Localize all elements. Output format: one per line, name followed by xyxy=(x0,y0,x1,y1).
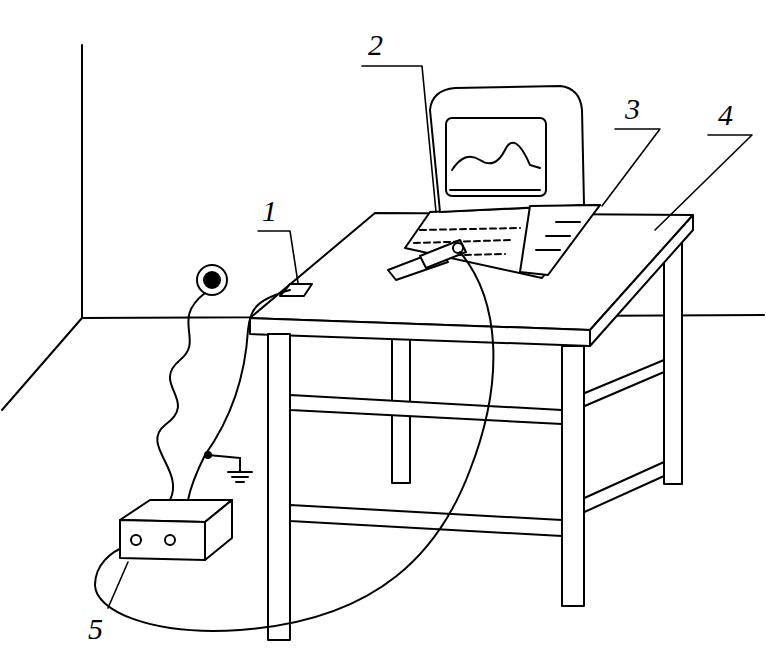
device-box xyxy=(120,500,232,560)
leader-lines xyxy=(108,66,752,608)
ground-symbol xyxy=(205,452,252,482)
probe xyxy=(388,240,466,280)
callout-number: 2 xyxy=(368,28,383,62)
room-lines xyxy=(2,45,764,410)
callout-number: 5 xyxy=(88,612,103,646)
computer xyxy=(405,86,600,278)
grounding-plate xyxy=(280,284,312,296)
wall-socket xyxy=(197,265,227,295)
callout-number: 4 xyxy=(718,98,733,132)
table xyxy=(250,213,693,640)
callout-number: 3 xyxy=(625,92,640,126)
callout-number: 1 xyxy=(262,194,277,228)
wires xyxy=(95,252,493,631)
